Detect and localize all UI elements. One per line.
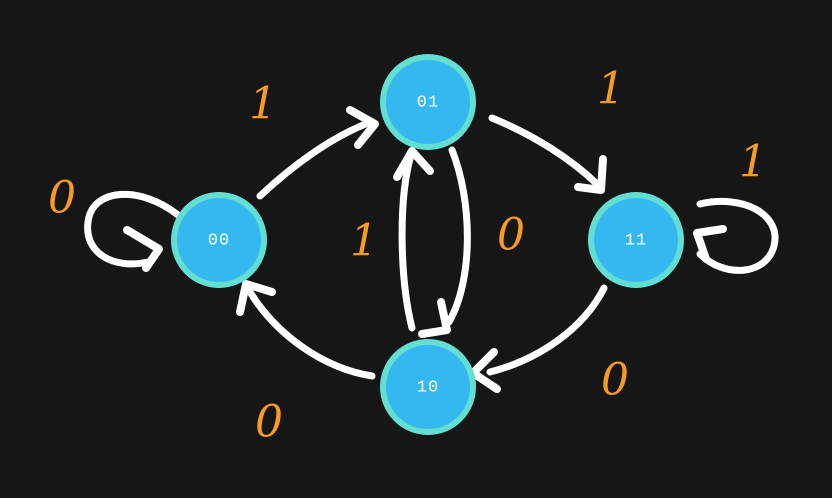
state-node-01-circle[interactable]: [380, 54, 476, 150]
edge-10-to-00: [236, 280, 376, 380]
edge-10-to-01: [393, 147, 434, 332]
edge-01-to-11-path: [488, 114, 601, 188]
edge-01-to-10-arrowhead: [418, 298, 451, 338]
state-node-00[interactable]: 00: [171, 192, 267, 288]
edge-label-01-to-11: 1: [597, 64, 625, 115]
edge-11-to-11-path: [696, 197, 779, 274]
edge-10-to-01-path: [398, 151, 416, 332]
edge-label-00-to-01: 1: [249, 79, 277, 130]
edge-01-to-10: [418, 146, 471, 338]
state-node-10-circle[interactable]: [380, 339, 476, 435]
edge-10-to-00-arrowhead: [236, 280, 276, 316]
edge-00-to-01-arrowhead: [346, 106, 379, 149]
edge-11-to-11: [693, 197, 779, 274]
edge-11-to-10: [469, 284, 608, 393]
edge-label-10-to-00: 0: [255, 397, 283, 448]
edge-label-10-to-01: 1: [350, 216, 378, 267]
state-node-01[interactable]: 01: [380, 54, 476, 150]
state-node-11-circle[interactable]: [588, 192, 684, 288]
edge-00-to-00-arrowhead: [123, 226, 163, 272]
edge-00-to-01: [256, 106, 379, 200]
edge-00-to-00-path: [84, 191, 182, 268]
edge-01-to-10-path: [445, 146, 471, 326]
edge-01-to-11-arrowhead: [574, 155, 607, 194]
edge-11-to-11-arrowhead: [693, 225, 727, 263]
state-node-00-label: 00: [208, 232, 230, 251]
state-node-11[interactable]: 11: [588, 192, 684, 288]
edge-10-to-01-arrowhead: [393, 147, 434, 181]
edge-label-00-to-00: 0: [48, 173, 76, 224]
state-node-01-label: 01: [417, 94, 439, 113]
edge-10-to-00-path: [246, 288, 376, 380]
edge-label-01-to-10: 0: [497, 210, 525, 261]
edge-00-to-00: [84, 191, 182, 272]
edge-01-to-11: [488, 114, 607, 194]
edge-00-to-01-path: [256, 119, 372, 200]
state-node-11-label: 11: [625, 232, 647, 251]
edge-label-11-to-11: 1: [739, 137, 767, 188]
state-node-00-circle[interactable]: [171, 192, 267, 288]
state-node-10-label: 10: [417, 379, 439, 398]
state-node-10[interactable]: 10: [380, 339, 476, 435]
edge-label-11-to-10: 0: [601, 355, 629, 406]
edge-11-to-10-path: [486, 284, 608, 376]
